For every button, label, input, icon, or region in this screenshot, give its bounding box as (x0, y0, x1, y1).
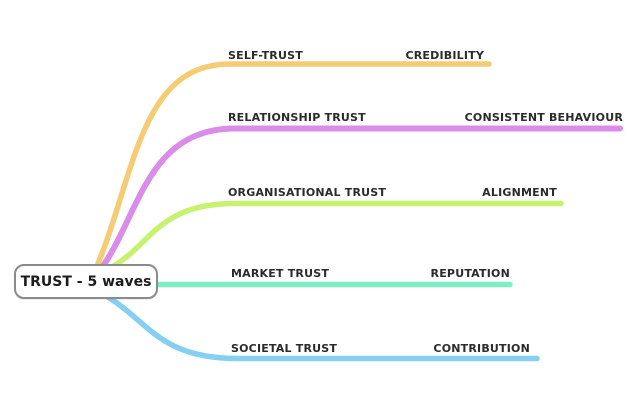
branch-label-self-trust[interactable]: SELF-TRUST (228, 49, 303, 62)
branch-label-organisational-trust[interactable]: ORGANISATIONAL TRUST (228, 186, 387, 199)
branch-label-societal-trust[interactable]: SOCIETAL TRUST (231, 342, 338, 355)
root-node-trust[interactable]: TRUST - 5 waves (14, 264, 158, 299)
keyword-label-alignment[interactable]: ALIGNMENT (482, 186, 557, 199)
keyword-label-reputation[interactable]: REPUTATION (430, 267, 510, 280)
branch-organisational-trust-line[interactable] (109, 200, 564, 270)
branch-societal-trust-line[interactable] (103, 293, 540, 362)
branch-label-market-trust[interactable]: MARKET TRUST (231, 267, 330, 280)
keyword-label-credibility[interactable]: CREDIBILITY (405, 49, 484, 62)
branch-label-relationship-trust[interactable]: RELATIONSHIP TRUST (228, 111, 366, 124)
root-node-label: TRUST - 5 waves (20, 273, 152, 290)
branch-self-trust-line[interactable] (94, 61, 492, 269)
branch-relationship-trust-line[interactable] (100, 125, 623, 269)
keyword-label-consistent-behaviour[interactable]: CONSISTENT BEHAVIOUR (464, 111, 623, 124)
keyword-label-contribution[interactable]: CONTRIBUTION (433, 342, 530, 355)
